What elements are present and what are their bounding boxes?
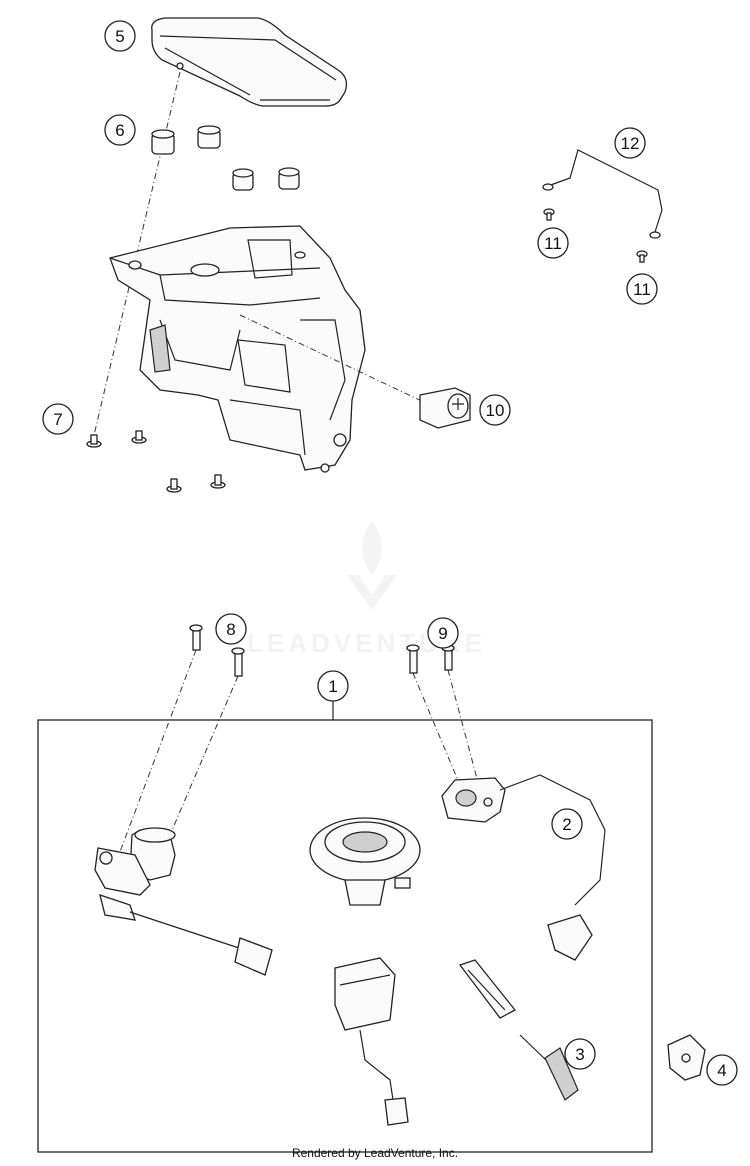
callout-6: 6	[104, 114, 136, 146]
svg-text:2: 2	[562, 815, 571, 834]
callout-11-left: 11	[537, 227, 569, 259]
svg-text:5: 5	[115, 27, 124, 46]
svg-text:9: 9	[438, 624, 447, 643]
ground-wire-part	[542, 149, 663, 239]
socket-part	[419, 387, 471, 429]
ignition-lock-part	[94, 827, 273, 976]
callout-3: 3	[564, 1038, 596, 1070]
callout-9: 9	[427, 617, 459, 649]
damper-parts	[151, 125, 300, 191]
axis-line-10	[239, 314, 431, 406]
callout-10: 10	[479, 394, 511, 426]
connector-part	[334, 957, 409, 1126]
callout-7: 7	[42, 403, 74, 435]
kit-outline	[37, 719, 653, 1153]
svg-text:8: 8	[226, 620, 235, 639]
callout-8: 8	[215, 613, 247, 645]
svg-text:10: 10	[486, 401, 505, 420]
svg-text:12: 12	[621, 134, 640, 153]
fuel-cap-part	[309, 817, 421, 906]
svg-text:4: 4	[717, 1061, 726, 1080]
svg-text:3: 3	[575, 1045, 584, 1064]
callout-2: 2	[551, 808, 583, 840]
screw-parts	[86, 430, 226, 493]
dashboard-display-part	[151, 17, 348, 107]
keys-part	[458, 959, 579, 1101]
svg-text:7: 7	[53, 410, 62, 429]
svg-text:1: 1	[328, 677, 337, 696]
wire-screw-parts	[543, 208, 648, 263]
svg-text:6: 6	[115, 121, 124, 140]
callout-5: 5	[104, 20, 136, 52]
footer-credit: Rendered by LeadVenture, Inc.	[291, 1146, 459, 1160]
sensor-cable-part	[441, 774, 606, 961]
svg-text:11: 11	[633, 280, 651, 299]
small-bracket-part	[667, 1034, 706, 1081]
fuel-cap-screws-part	[406, 644, 481, 791]
svg-text:11: 11	[544, 234, 562, 253]
callout-11-right: 11	[626, 273, 658, 305]
callout-4: 4	[706, 1054, 738, 1086]
ignition-screws-part	[114, 624, 245, 871]
callout-1: 1	[317, 670, 349, 702]
callout-12: 12	[614, 127, 646, 159]
instrument-bracket-part	[109, 225, 366, 473]
